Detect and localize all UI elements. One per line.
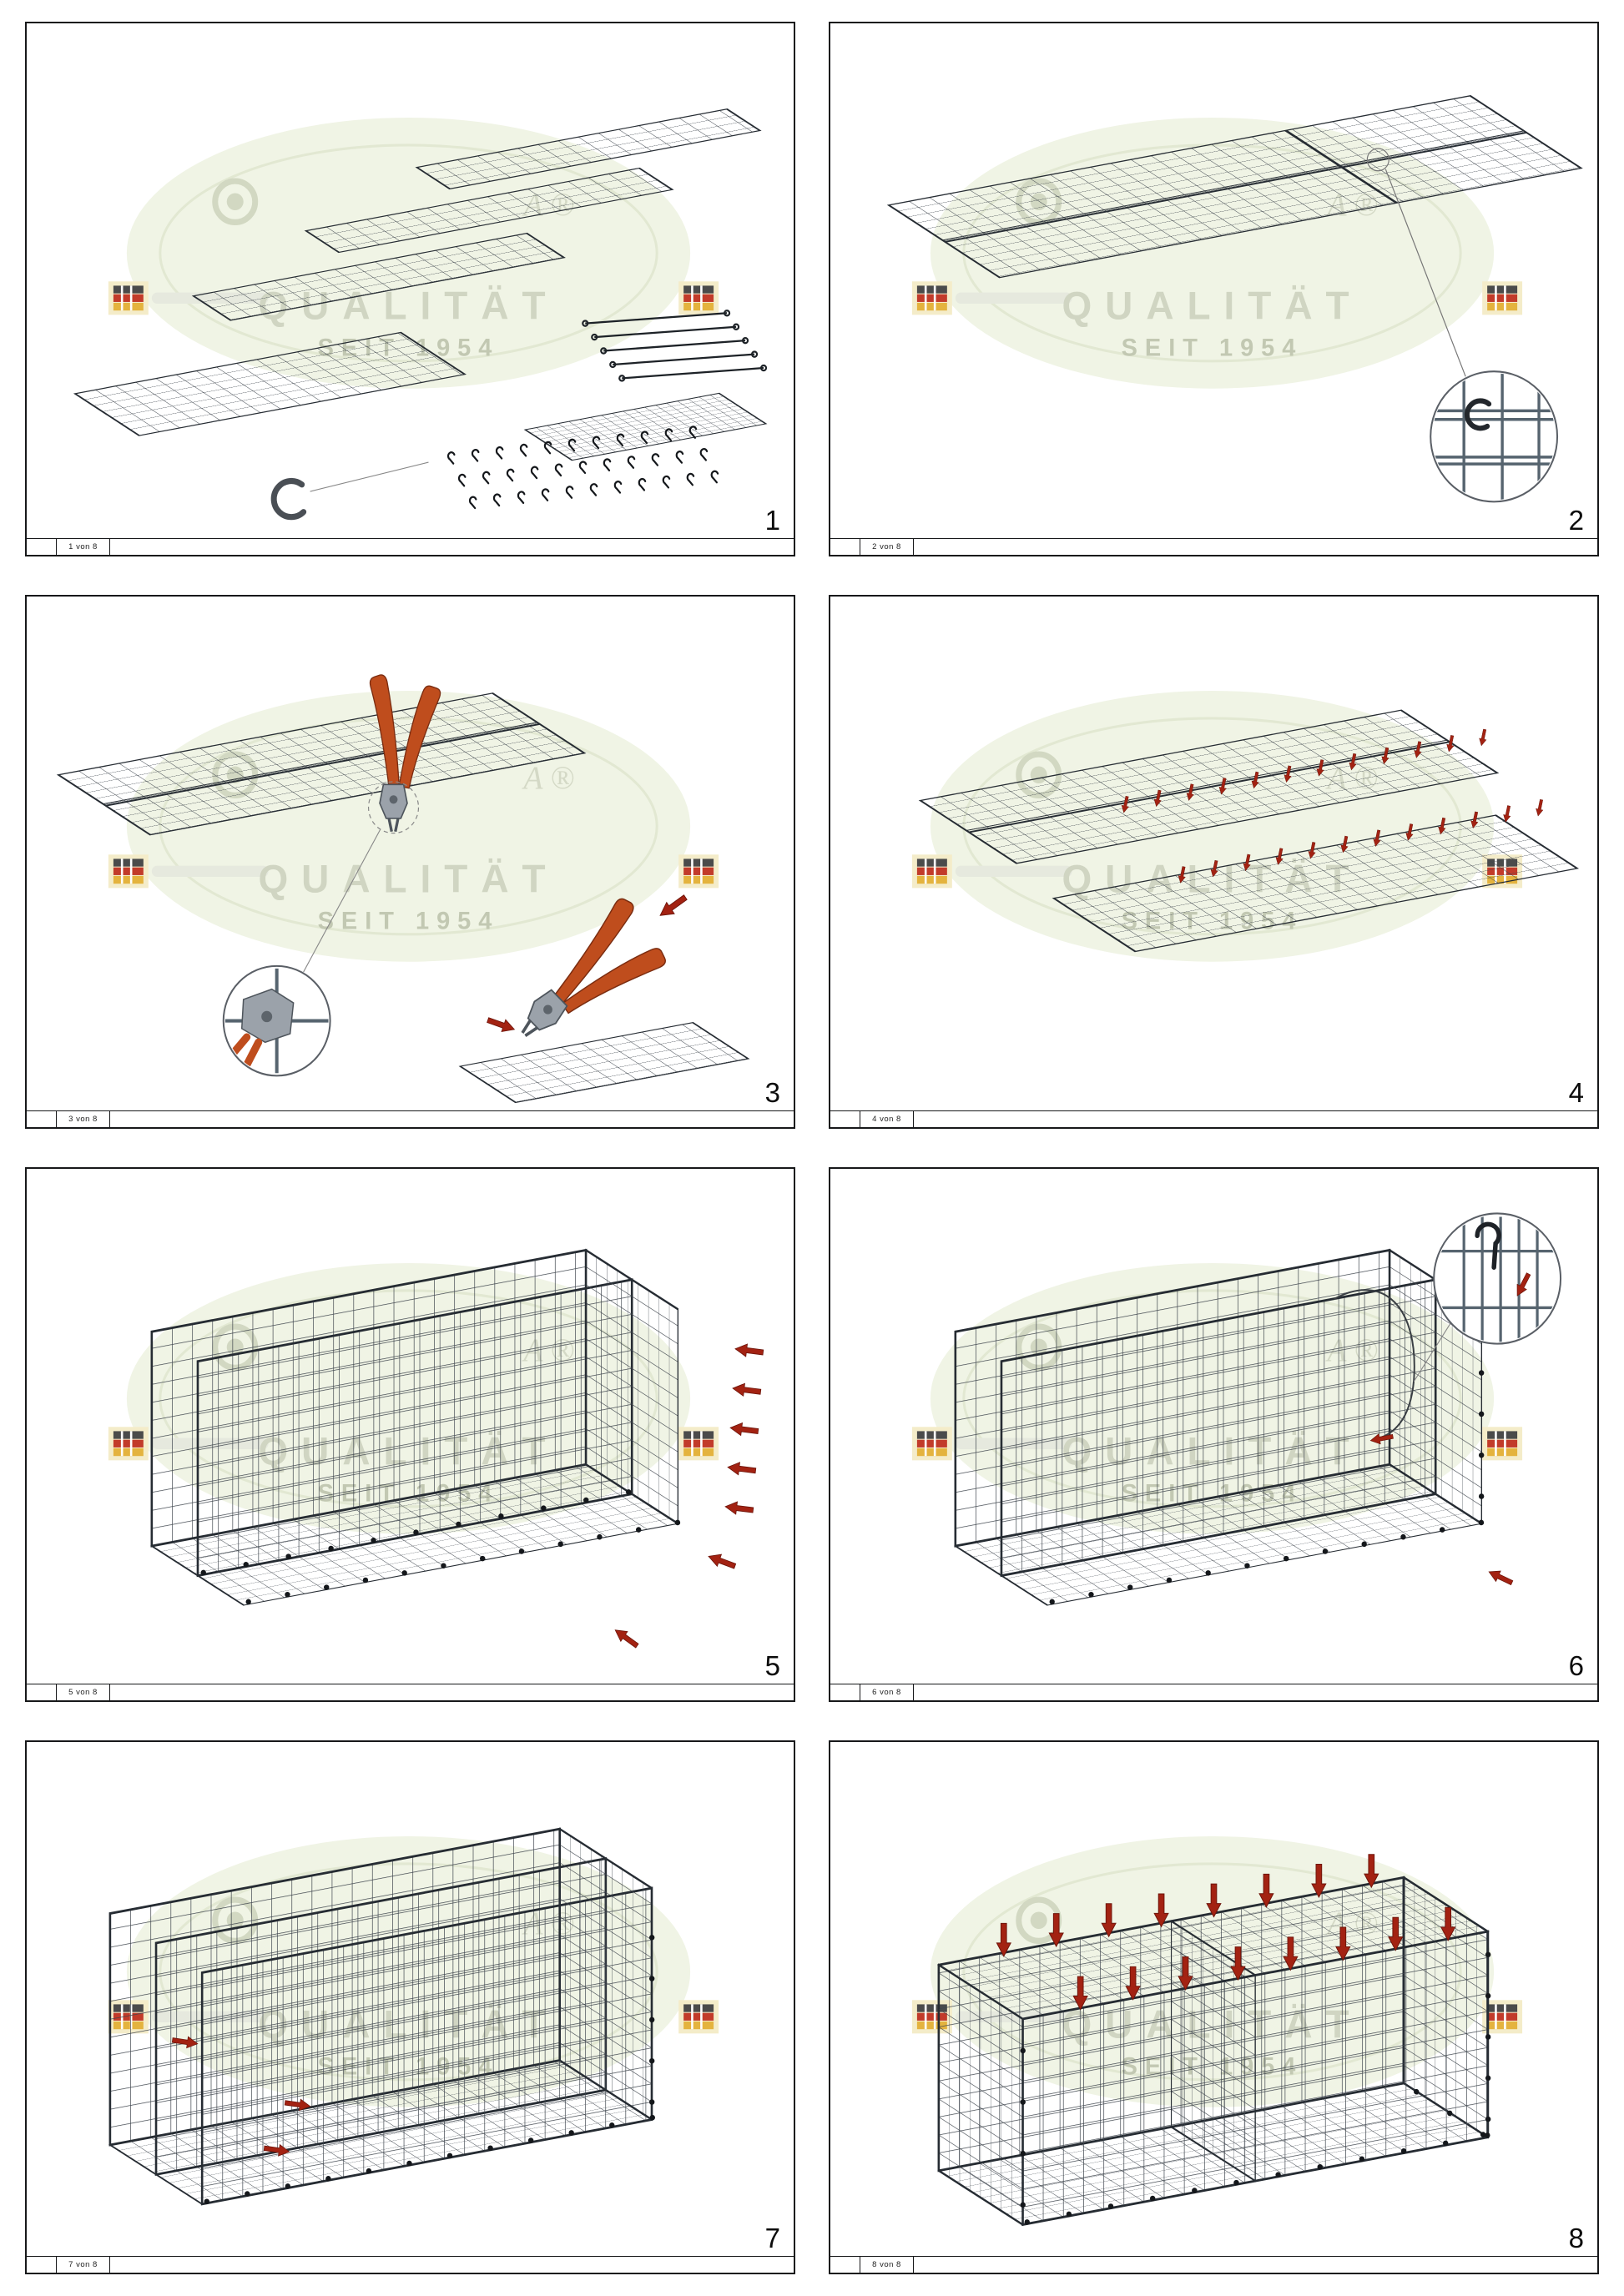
step-5-illustration [27,1248,764,1651]
step-number: 1 [764,504,780,536]
tie-rods [582,310,768,382]
step-number: 5 [764,1649,780,1681]
sheet-indicator: 5 von 8 [57,1684,110,1700]
step-2-illustration [886,95,1583,503]
step-3-panel: 3 3 von 8 [25,594,795,1129]
title-block: 7 von 8 [27,2256,794,2273]
sheet-indicator: 3 von 8 [57,1111,110,1127]
sheet-indicator: 4 von 8 [860,1111,914,1127]
leader-line [303,828,381,972]
joined-mesh-panels [886,95,1583,279]
mesh-panel-lower [1052,813,1580,952]
step-8-panel: 8 8 von 8 [829,1740,1599,2274]
title-block-cell [27,1111,57,1127]
end-wall-mesh [585,1248,679,1526]
title-block-cell [830,2257,860,2273]
seam-highlight [1366,148,1389,172]
red-arrow [706,1549,738,1573]
title-block-cell [830,538,860,555]
step-number: 7 [764,2223,780,2253]
mesh-strip-2 [304,167,674,254]
title-block-cell [830,1684,860,1700]
c-ring-hook [270,461,429,521]
title-block: 5 von 8 [27,1683,794,1700]
title-block: 1 von 8 [27,537,794,555]
step-2-panel: 2 2 von 8 [829,22,1599,556]
step-1-panel: 1 1 von 8 [25,22,795,556]
step-6-illustration [830,1212,1562,1606]
red-arrow [485,1013,517,1035]
step-8-illustration [830,1742,1597,2226]
detail-magnifier [222,964,331,1076]
step-1-illustration [73,108,768,521]
sheet-indicator: 2 von 8 [860,538,914,555]
mesh-panel [56,692,587,835]
red-arrow [1485,1566,1515,1589]
red-arrow [611,1624,641,1651]
pliers-head-highlight [367,780,420,833]
leader-line [1413,1322,1451,1382]
title-block-cell [27,1684,57,1700]
step-5-panel: 5 5 von 8 [25,1167,795,1702]
title-block-cell [27,538,57,555]
sheet-indicator: 7 von 8 [57,2257,110,2273]
step-4-panel: 4 4 von 8 [829,594,1599,1129]
sheet-indicator: 6 von 8 [860,1684,914,1700]
red-arrow [656,890,690,921]
spiral-arrows-column [724,1342,764,1517]
lacing-wire [1333,1289,1415,1441]
step-3-illustration [56,672,750,1103]
title-block: 3 von 8 [27,1110,794,1127]
detail-magnifier [1430,370,1559,503]
title-block: 2 von 8 [830,537,1597,555]
wire-hook [1475,1221,1501,1270]
step-6-panel: 6 6 von 8 [829,1167,1599,1702]
step-number: 3 [764,1077,780,1108]
title-block: 6 von 8 [830,1683,1597,1700]
end-wall-mesh [559,1826,653,2121]
mesh-panel-large [73,331,467,436]
title-block: 8 von 8 [830,2256,1597,2273]
title-block-cell [830,1111,860,1127]
step-number: 2 [1568,504,1584,536]
step-number: 8 [1568,2223,1584,2253]
step-7-illustration [27,1826,794,2206]
wire-hook [1464,398,1492,431]
title-block-cell [27,2257,57,2273]
step-4-illustration [830,597,1580,1111]
step-number: 6 [1568,1649,1584,1681]
step-7-panel: 7 7 von 8 [25,1740,795,2274]
title-block: 4 von 8 [830,1110,1597,1127]
leader-line [1384,169,1466,377]
step-number: 4 [1568,1077,1584,1108]
mesh-strip-1 [415,108,762,190]
sheet-indicator: 8 von 8 [860,2257,914,2273]
mesh-panel-upper [918,708,1500,864]
mesh-panel-small [523,392,768,461]
sheet-indicator: 1 von 8 [57,538,110,555]
cut-mesh-piece [458,1021,750,1103]
detail-magnifier [1433,1212,1562,1345]
mesh-strip-3 [191,232,566,321]
